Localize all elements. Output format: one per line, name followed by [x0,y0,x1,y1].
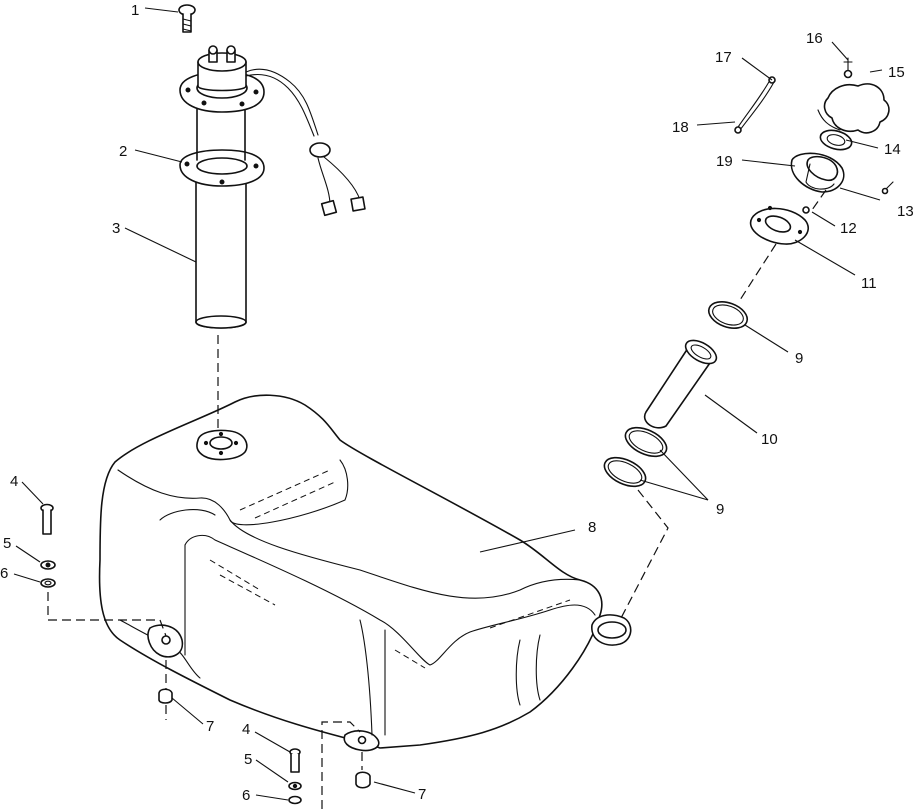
callout-8: 8 [588,519,596,536]
callout-5-left: 5 [3,535,11,552]
fuel-tank [98,394,632,752]
callout-6-bottom: 6 [242,787,250,804]
callout-7-bottom: 7 [418,786,426,803]
callout-6-left: 6 [0,565,8,582]
callout-1: 1 [131,2,139,19]
callout-14: 14 [884,141,901,158]
callout-4-left: 4 [10,473,18,490]
callout-11: 11 [861,275,877,292]
callout-12: 12 [840,220,857,237]
fuel-pump-assembly [178,4,366,430]
leader-lines [13,7,883,801]
callout-19: 19 [716,153,733,170]
filler-assembly [603,57,894,621]
callout-10: 10 [761,431,778,448]
callout-4-bottom: 4 [242,721,250,738]
callout-7-left: 7 [206,718,214,735]
callout-2: 2 [119,143,127,160]
callout-18: 18 [672,119,689,136]
callout-17: 17 [715,49,732,66]
mounting-hardware-bottom [288,721,371,809]
callout-5-bottom: 5 [244,751,252,768]
callout-16: 16 [806,30,823,47]
callout-13: 13 [897,203,914,220]
callout-9-upper: 9 [795,350,803,367]
mounting-hardware-left [40,503,173,720]
callout-15: 15 [888,64,905,81]
callout-9-lower: 9 [716,501,724,518]
callout-3: 3 [112,220,120,237]
